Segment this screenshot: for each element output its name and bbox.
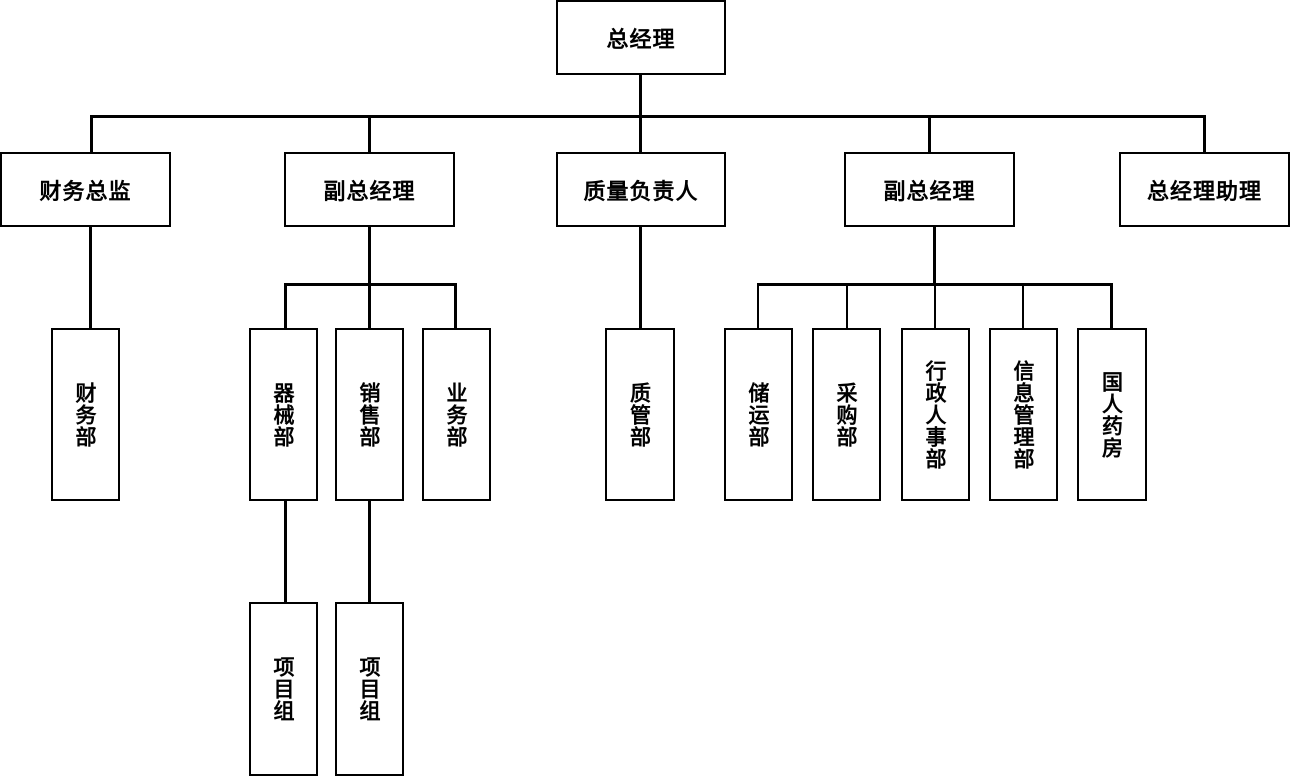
admin-hr-dept-box: 行政人事部: [901, 328, 970, 501]
connector-to-quality-head: [639, 115, 642, 153]
project-group-1-box: 项目组: [249, 602, 318, 776]
procurement-dept-label: 采购部: [834, 381, 859, 448]
connector-to-storage-dept: [757, 283, 759, 329]
project-group-2-box: 项目组: [335, 602, 404, 776]
finance-director-box: 财务总监: [0, 152, 171, 227]
storage-transport-dept-label: 储运部: [746, 381, 771, 448]
connector-vice-gm-right-down: [933, 225, 936, 285]
connector-to-vice-gm-right: [928, 115, 931, 153]
connector-to-finance-director: [90, 115, 93, 153]
vice-gm-left-label: 副总经理: [323, 178, 416, 205]
business-dept-label: 业务部: [444, 381, 469, 448]
info-mgmt-dept-label: 信息管理部: [1011, 359, 1036, 470]
gm-assistant-box: 总经理助理: [1119, 152, 1290, 227]
connector-gm-down: [639, 73, 642, 117]
project-group-2-label: 项目组: [357, 656, 382, 722]
connector-finance-director-to-dept: [89, 225, 92, 329]
finance-dept-label: 财务部: [73, 381, 98, 448]
connector-to-admin-hr-dept: [934, 283, 936, 329]
connector-to-procurement-dept: [846, 283, 848, 329]
vice-gm-left-box: 副总经理: [284, 152, 455, 227]
connector-to-national-pharmacy: [1110, 283, 1113, 329]
finance-dept-box: 财务部: [51, 328, 120, 501]
connector-to-info-mgmt-dept: [1022, 283, 1024, 329]
connector-vice-gm-left-down: [368, 225, 371, 285]
connector-to-sales-dept: [368, 283, 371, 329]
vice-gm-right-box: 副总经理: [844, 152, 1015, 227]
gm-label: 总经理: [606, 26, 676, 53]
storage-transport-dept-box: 储运部: [724, 328, 793, 501]
gm-box: 总经理: [556, 0, 726, 75]
quality-head-label: 质量负责人: [583, 178, 699, 205]
quality-head-box: 质量负责人: [556, 152, 726, 227]
gm-assistant-label: 总经理助理: [1146, 178, 1262, 205]
quality-mgmt-dept-label: 质管部: [627, 381, 653, 448]
connector-equipment-to-project: [284, 499, 287, 603]
procurement-dept-box: 采购部: [812, 328, 881, 501]
business-dept-box: 业务部: [422, 328, 491, 501]
finance-director-label: 财务总监: [39, 178, 132, 205]
admin-hr-dept-label: 行政人事部: [923, 359, 948, 470]
connector-level1-horizontal: [90, 115, 1206, 118]
vice-gm-right-label: 副总经理: [883, 178, 976, 205]
national-pharmacy-label: 国人药房: [1099, 370, 1125, 459]
project-group-1-label: 项目组: [271, 656, 296, 722]
sales-dept-box: 销售部: [335, 328, 404, 501]
quality-mgmt-dept-box: 质管部: [605, 328, 675, 501]
connector-to-business-dept: [454, 283, 457, 329]
connector-quality-head-to-dept: [639, 225, 642, 329]
connector-sales-to-project: [368, 499, 371, 603]
connector-to-vice-gm-left: [368, 115, 371, 153]
equipment-dept-label: 器械部: [271, 381, 296, 448]
info-mgmt-dept-box: 信息管理部: [989, 328, 1058, 501]
national-pharmacy-box: 国人药房: [1077, 328, 1147, 501]
connector-to-equipment-dept: [284, 283, 287, 329]
sales-dept-label: 销售部: [357, 381, 382, 448]
connector-to-gm-assistant: [1203, 115, 1206, 153]
equipment-dept-box: 器械部: [249, 328, 318, 501]
